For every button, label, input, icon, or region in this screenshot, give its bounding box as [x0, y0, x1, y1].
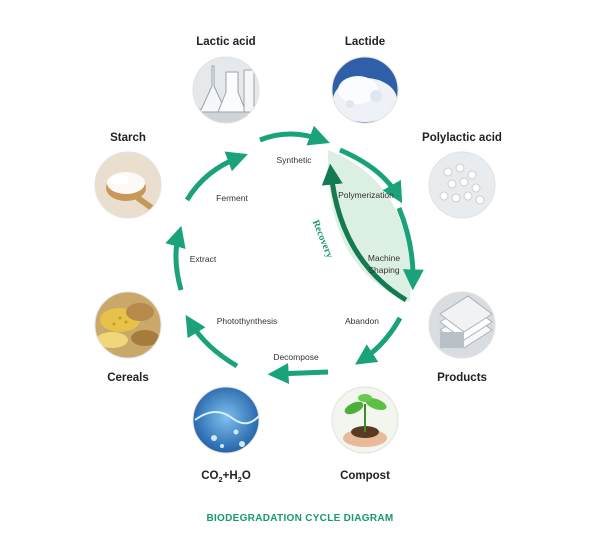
arrow-polymerization	[339, 147, 403, 204]
node-label: Polylactic acid	[422, 132, 502, 144]
step-abandon: Abandon	[345, 316, 379, 326]
node-compost: Compost	[331, 386, 399, 482]
arrow-photosynthesis	[185, 314, 239, 369]
grains-icon	[95, 292, 161, 358]
arrow-ferment	[184, 151, 248, 202]
node-label: Cereals	[107, 372, 149, 384]
node-polylactic-acid: Polylactic acid	[422, 132, 502, 219]
node-label: Lactide	[345, 36, 385, 48]
step-polymerization: Polymerization	[338, 190, 394, 200]
node-label: Products	[437, 372, 487, 384]
starch-spoon-icon	[95, 152, 161, 218]
white-powder-icon	[332, 57, 398, 123]
node-lactic-acid: Lactic acid	[192, 36, 260, 124]
step-extract: Extract	[190, 254, 217, 264]
arrow-abandon	[354, 316, 403, 365]
node-label: Starch	[110, 132, 146, 144]
node-label: Compost	[340, 470, 390, 482]
arrow-synthetic	[259, 125, 330, 146]
node-cereals: Cereals	[94, 291, 162, 384]
white-pellets-icon	[429, 152, 495, 218]
label-co: CO	[201, 470, 218, 482]
step-recovery: Recovery	[310, 218, 335, 259]
recovery-region	[327, 150, 411, 302]
step-machine: Machine	[368, 253, 400, 263]
label-sub: 2	[238, 475, 242, 484]
arrow-decompose	[267, 363, 329, 385]
water-splash-icon	[193, 387, 259, 453]
node-starch: Starch	[94, 132, 162, 219]
stacked-sheets-icon	[429, 292, 495, 358]
step-shaping: Shaping	[368, 265, 399, 275]
arrow-machine-shaping	[396, 207, 424, 291]
label-o: O	[242, 470, 251, 482]
lab-glassware-icon	[193, 57, 259, 123]
seedling-in-soil-icon	[332, 387, 398, 453]
label-sub: 2	[218, 475, 222, 484]
arrow-extract	[165, 225, 186, 291]
step-decompose: Decompose	[273, 352, 319, 362]
node-products: Products	[428, 291, 496, 384]
label-plus: +H	[223, 470, 238, 482]
step-photosynthesis: Photothynthesis	[217, 316, 277, 326]
node-co2-h2o: CO2+H2O	[192, 386, 260, 484]
arrow-recovery	[321, 163, 408, 303]
step-ferment: Ferment	[216, 193, 248, 203]
node-lactide: Lactide	[331, 36, 399, 124]
step-synthetic: Synthetic	[277, 155, 313, 165]
node-label: Lactic acid	[196, 36, 255, 48]
diagram-title: BIODEGRADATION CYCLE DIAGRAM	[206, 513, 393, 524]
node-label: CO2+H2O	[201, 470, 251, 484]
